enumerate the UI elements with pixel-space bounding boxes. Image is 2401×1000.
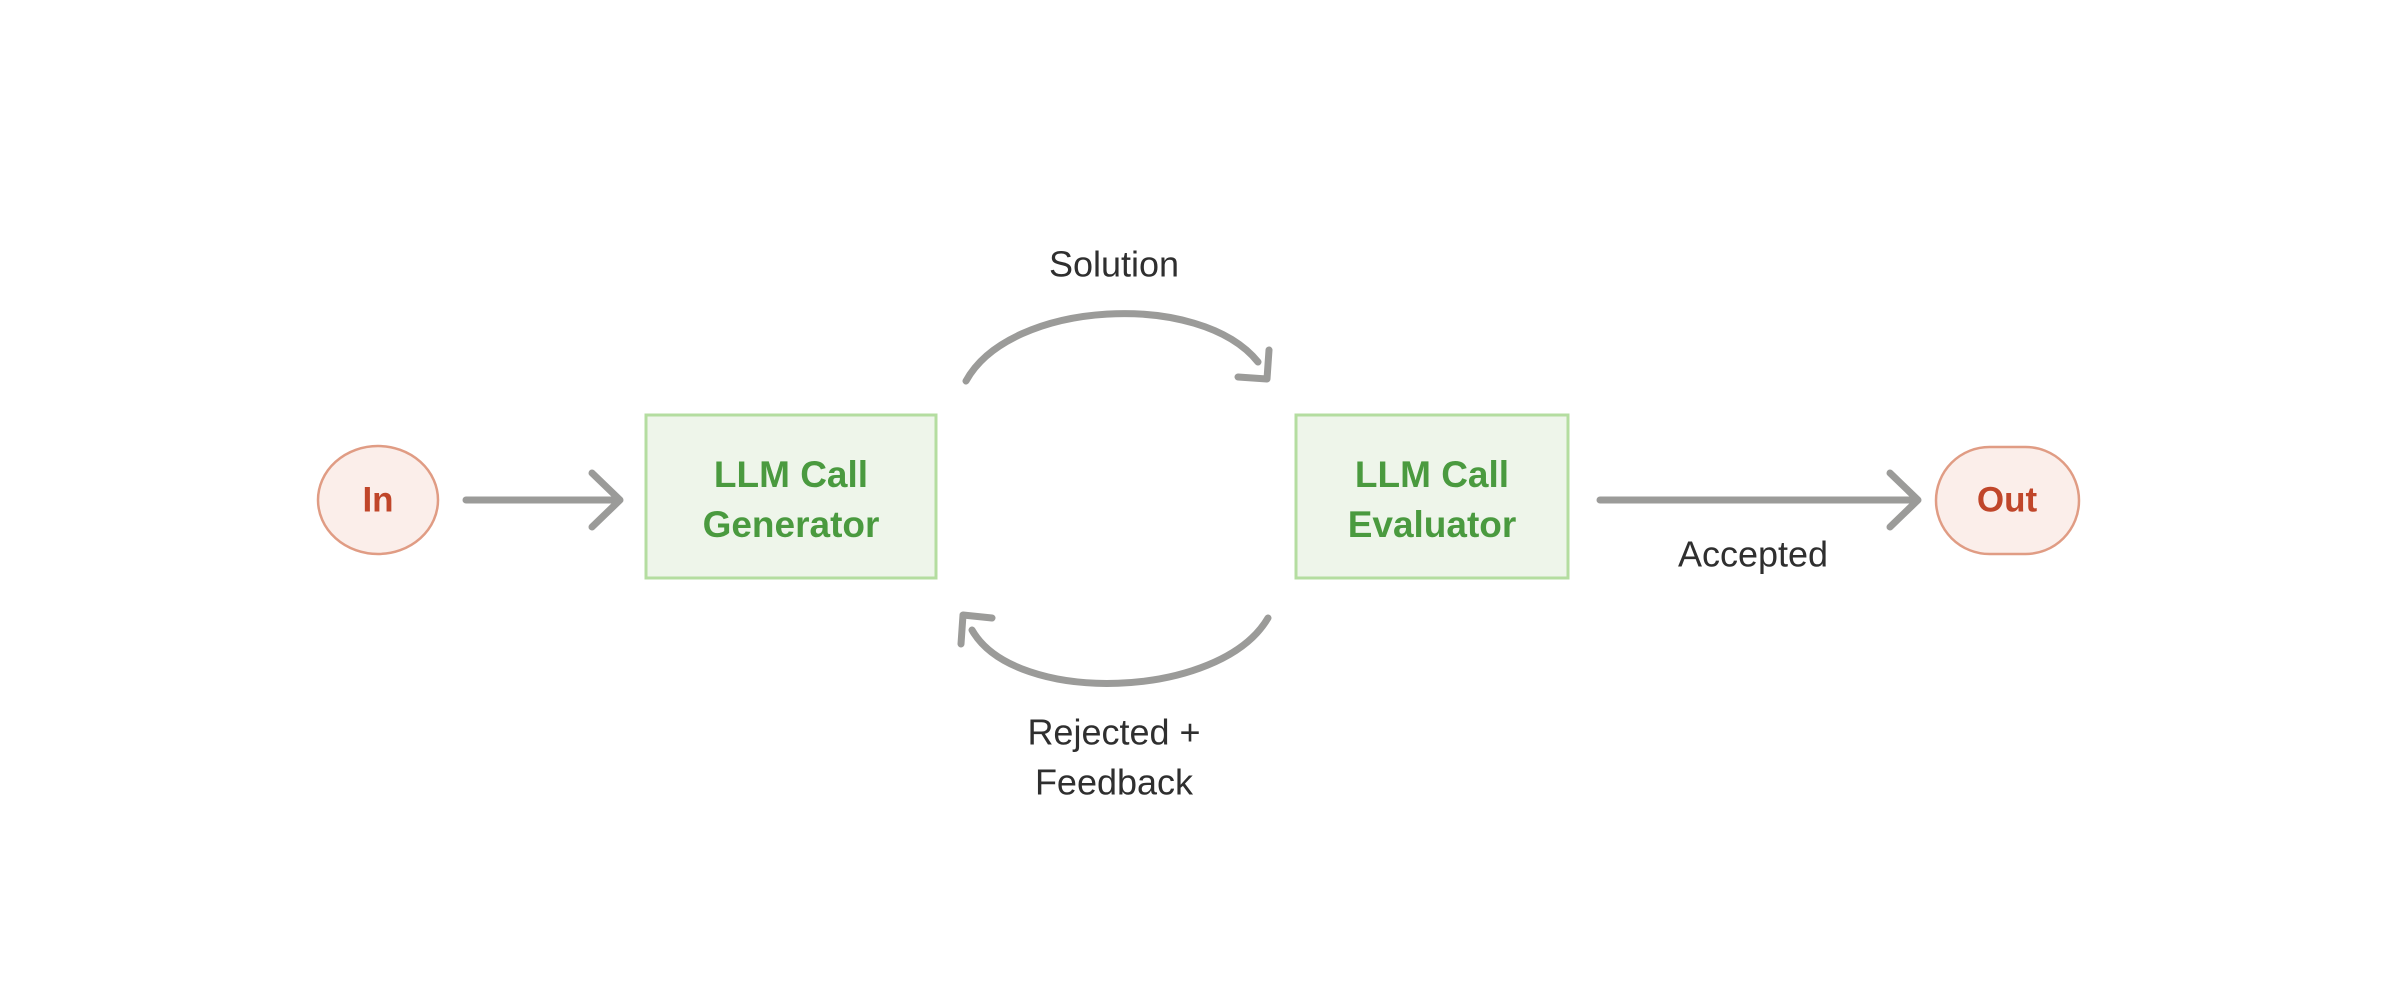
arrow-head-icon bbox=[957, 611, 996, 648]
node-evaluator-shape[interactable] bbox=[1294, 413, 1570, 580]
node-evaluator-label-line2: Evaluator bbox=[1348, 504, 1517, 545]
edge-label-accepted: Accepted bbox=[1678, 534, 1828, 575]
edge-label-rejected-line1: Rejected + bbox=[1027, 712, 1200, 753]
edge-evaluator-to-output bbox=[1596, 469, 1922, 531]
node-generator[interactable]: LLM Call Generator bbox=[644, 413, 938, 580]
edge-label-rejected-line2: Feedback bbox=[1035, 762, 1194, 803]
node-evaluator[interactable]: LLM Call Evaluator bbox=[1294, 413, 1570, 580]
edge-rejected-arc bbox=[968, 614, 1272, 687]
node-generator-label-line2: Generator bbox=[703, 504, 880, 545]
node-output-shape[interactable] bbox=[1934, 445, 2081, 556]
node-generator-shape[interactable] bbox=[644, 413, 938, 580]
edge-generator-to-evaluator bbox=[962, 310, 1273, 385]
arrow-head-icon bbox=[588, 469, 624, 531]
node-evaluator-label-line1: LLM Call bbox=[1355, 454, 1509, 495]
edge-input-to-generator bbox=[462, 469, 624, 531]
node-input[interactable]: In bbox=[316, 444, 440, 556]
node-input-shape[interactable] bbox=[316, 444, 440, 556]
arrow-head-icon bbox=[1234, 346, 1273, 383]
node-input-label: In bbox=[362, 480, 393, 519]
node-output-label: Out bbox=[1977, 480, 2038, 519]
edge-solution-arc bbox=[962, 310, 1262, 385]
node-output[interactable]: Out bbox=[1934, 445, 2081, 556]
edge-label-solution: Solution bbox=[1049, 244, 1179, 285]
edge-evaluator-to-generator bbox=[957, 611, 1272, 687]
node-generator-label-line1: LLM Call bbox=[714, 454, 868, 495]
arrow-head-icon bbox=[1886, 469, 1922, 531]
